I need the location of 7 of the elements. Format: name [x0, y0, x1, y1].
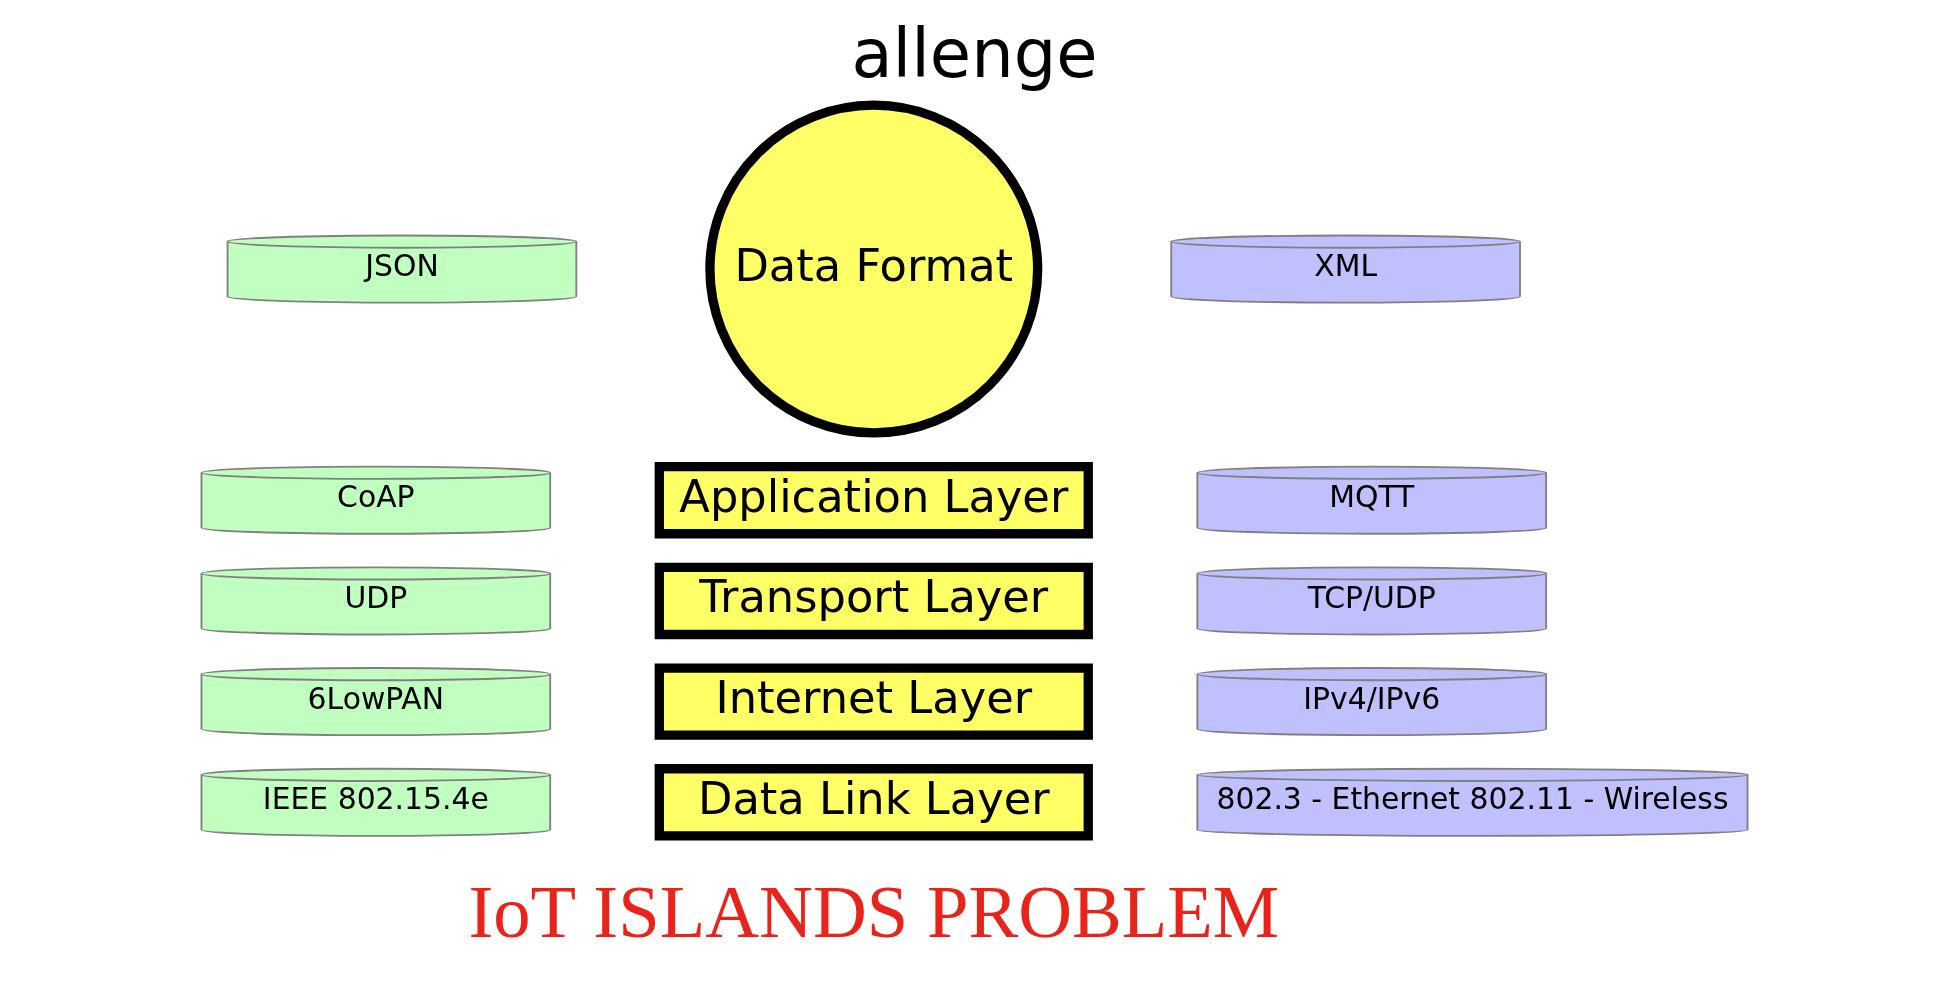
node-box: Internet Layer: [654, 663, 1093, 740]
node-box: Transport Layer: [654, 562, 1093, 640]
label: IoT ISLANDS PROBLEM: [467, 870, 1279, 953]
diagram-title: allenge: [850, 14, 1098, 93]
node-box: Application Layer: [654, 461, 1093, 539]
node-box: Data Link Layer: [654, 764, 1093, 841]
node-circle: Data Format: [704, 100, 1042, 438]
